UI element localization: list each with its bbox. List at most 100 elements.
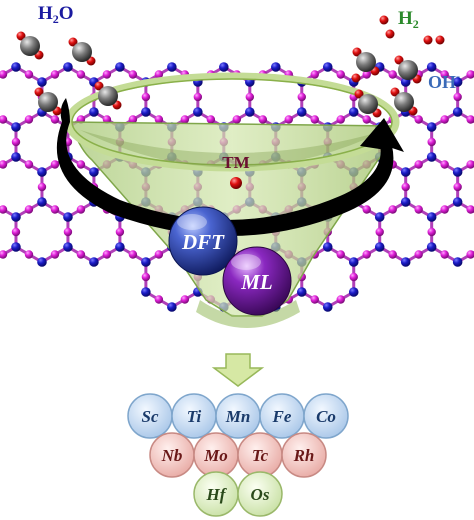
byproduct-formula: OH- (428, 69, 460, 92)
magenta-atom (128, 250, 138, 259)
water-molecule (352, 47, 380, 76)
blue-atom (296, 107, 307, 117)
gray-atom (38, 92, 58, 112)
magenta-atom (76, 250, 86, 259)
water-molecule (394, 55, 422, 84)
blue-atom (452, 197, 463, 207)
flow-arrow-left-tail (60, 98, 70, 122)
magenta-atom (232, 115, 242, 124)
magenta-atom (154, 295, 164, 304)
magenta-atom (375, 227, 384, 237)
magenta-atom (76, 70, 86, 79)
element-sphere-body (303, 393, 349, 439)
blue-atom (348, 257, 359, 267)
magenta-atom (362, 115, 371, 124)
magenta-atom (63, 227, 73, 237)
water-molecule (354, 89, 382, 118)
down-arrow (211, 353, 265, 387)
magenta-atom (0, 205, 8, 214)
magenta-atom (414, 205, 423, 214)
reactant-formula: H2O (38, 3, 74, 26)
element-os-sphere: Os (237, 471, 283, 517)
element-ti-sphere: Ti (171, 393, 217, 439)
oxygen-small-atom (68, 37, 78, 47)
magenta-atom (11, 137, 21, 147)
element-rh-sphere: Rh (281, 432, 327, 478)
magenta-atom (193, 92, 203, 102)
magenta-atom (0, 70, 8, 79)
magenta-atom (310, 115, 319, 124)
magenta-atom (440, 160, 449, 169)
magenta-atom (102, 70, 112, 79)
magenta-atom (336, 70, 345, 79)
element-label: Rh (293, 446, 315, 465)
magenta-atom (50, 115, 60, 124)
element-label: Mn (225, 407, 251, 426)
element-sphere-body (237, 471, 283, 517)
blue-atom (426, 212, 437, 222)
blue-atom (37, 167, 47, 177)
water-molecule (94, 81, 122, 110)
magenta-atom (336, 115, 345, 124)
funnel-inner-shadow (80, 130, 386, 168)
gray-atom (398, 60, 418, 80)
element-label: Sc (142, 407, 159, 426)
blue-atom (245, 107, 255, 117)
blue-atom (11, 152, 21, 162)
magenta-atom (388, 250, 397, 259)
blue-atom (322, 302, 333, 312)
molecules (16, 15, 445, 118)
water-molecule (390, 87, 418, 116)
gray-atom (358, 94, 378, 114)
magenta-atom (453, 182, 462, 192)
magenta-atom (50, 205, 60, 214)
magenta-atom (102, 250, 112, 259)
blue-atom (322, 242, 333, 252)
blue-atom (452, 107, 463, 117)
magenta-atom (349, 272, 358, 282)
magenta-atom (297, 92, 306, 102)
reaction-flow-arrow (56, 98, 404, 236)
magenta-atom (50, 160, 60, 169)
magenta-atom (284, 115, 293, 124)
blue-atom (63, 62, 73, 72)
blue-atom (11, 242, 21, 252)
magenta-atom (414, 250, 423, 259)
blue-atom (219, 62, 229, 72)
magenta-atom (128, 115, 138, 124)
blue-atom (426, 62, 437, 72)
oxygen-small-atom (16, 31, 26, 41)
magenta-atom (180, 295, 190, 304)
blue-atom (11, 62, 21, 72)
hydrogen-atom (423, 35, 433, 45)
magenta-atom (466, 250, 474, 259)
magenta-atom (414, 160, 423, 169)
blue-atom (426, 122, 437, 132)
magenta-atom (0, 115, 8, 124)
magenta-atom (24, 250, 34, 259)
element-label: Hf (206, 485, 228, 504)
oxygen-small-atom (390, 87, 400, 97)
funnel-rim-inner (71, 78, 393, 166)
magenta-atom (0, 160, 8, 169)
element-label: Fe (272, 407, 292, 426)
magenta-atom (401, 182, 410, 192)
magenta-atom (466, 160, 474, 169)
gray-atom (98, 86, 118, 106)
gray-atom (394, 92, 414, 112)
magenta-atom (245, 92, 255, 102)
element-tc-sphere: Tc (237, 432, 283, 478)
magenta-atom (427, 137, 436, 147)
element-label: Mo (203, 446, 228, 465)
magenta-atom (76, 160, 86, 169)
oxygen-small-atom (394, 55, 404, 65)
down-arrow-shape (211, 353, 265, 387)
blue-atom (270, 62, 281, 72)
magenta-atom (24, 115, 34, 124)
blue-atom (426, 152, 437, 162)
magenta-atom (466, 70, 474, 79)
blue-atom (374, 242, 385, 252)
magenta-atom (154, 70, 164, 79)
